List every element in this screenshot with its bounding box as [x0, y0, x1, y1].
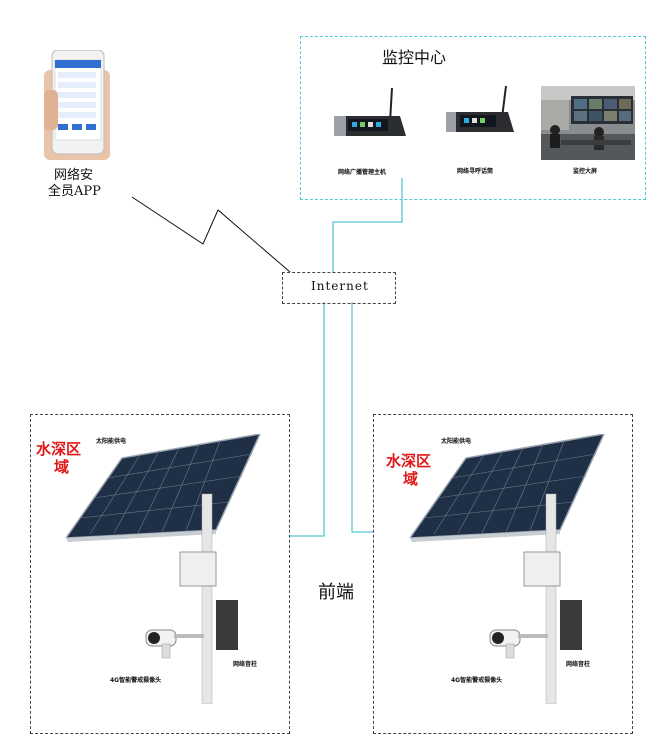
- solar-pole-icon: [410, 434, 610, 704]
- center-to-internet-line: [332, 178, 403, 272]
- internet-label: Internet: [311, 279, 369, 293]
- wireless-link-line: [131, 196, 291, 273]
- site-right-area-line2: 域: [403, 470, 419, 488]
- app-label-line2: 全员APP: [48, 184, 101, 199]
- monitor-center-title: 监控中心: [382, 48, 447, 67]
- site-left-camera-label: 4G智能警戒摄像头: [110, 677, 162, 684]
- frontend-label: 前端: [318, 582, 354, 603]
- broadcast-host-label: 网络广播管理主机: [338, 169, 387, 176]
- paging-microphone-label: 网络寻呼话筒: [457, 168, 494, 175]
- smartphone-app-icon: [44, 50, 110, 160]
- site-right-box: [373, 414, 633, 734]
- site-right-speaker-label: 网络音柱: [566, 661, 591, 668]
- site-left-area-line2: 域: [54, 458, 70, 476]
- site-left-solar-label: 太阳能供电: [96, 438, 127, 445]
- internet-box: [282, 272, 396, 304]
- site-left-speaker-label: 网络音柱: [233, 661, 258, 668]
- site-left-area-line1: 水深区: [36, 440, 82, 458]
- internet-to-left-site-line: [290, 302, 325, 537]
- paging-microphone-icon: [444, 84, 516, 140]
- monitoring-screen-label: 监控大屏: [573, 168, 598, 175]
- site-right-solar-label: 太阳能供电: [441, 438, 472, 445]
- broadcast-host-icon: [330, 86, 408, 144]
- internet-to-right-site-line: [351, 302, 374, 533]
- site-right-camera-label: 4G智能警戒摄像头: [451, 677, 503, 684]
- site-left-box: [30, 414, 290, 734]
- monitor-center-box: [300, 36, 646, 200]
- app-label-line1: 网络安: [54, 168, 94, 183]
- site-right-area-line1: 水深区: [386, 452, 432, 470]
- solar-pole-icon: [66, 434, 266, 704]
- monitoring-screen-photo: [541, 86, 635, 160]
